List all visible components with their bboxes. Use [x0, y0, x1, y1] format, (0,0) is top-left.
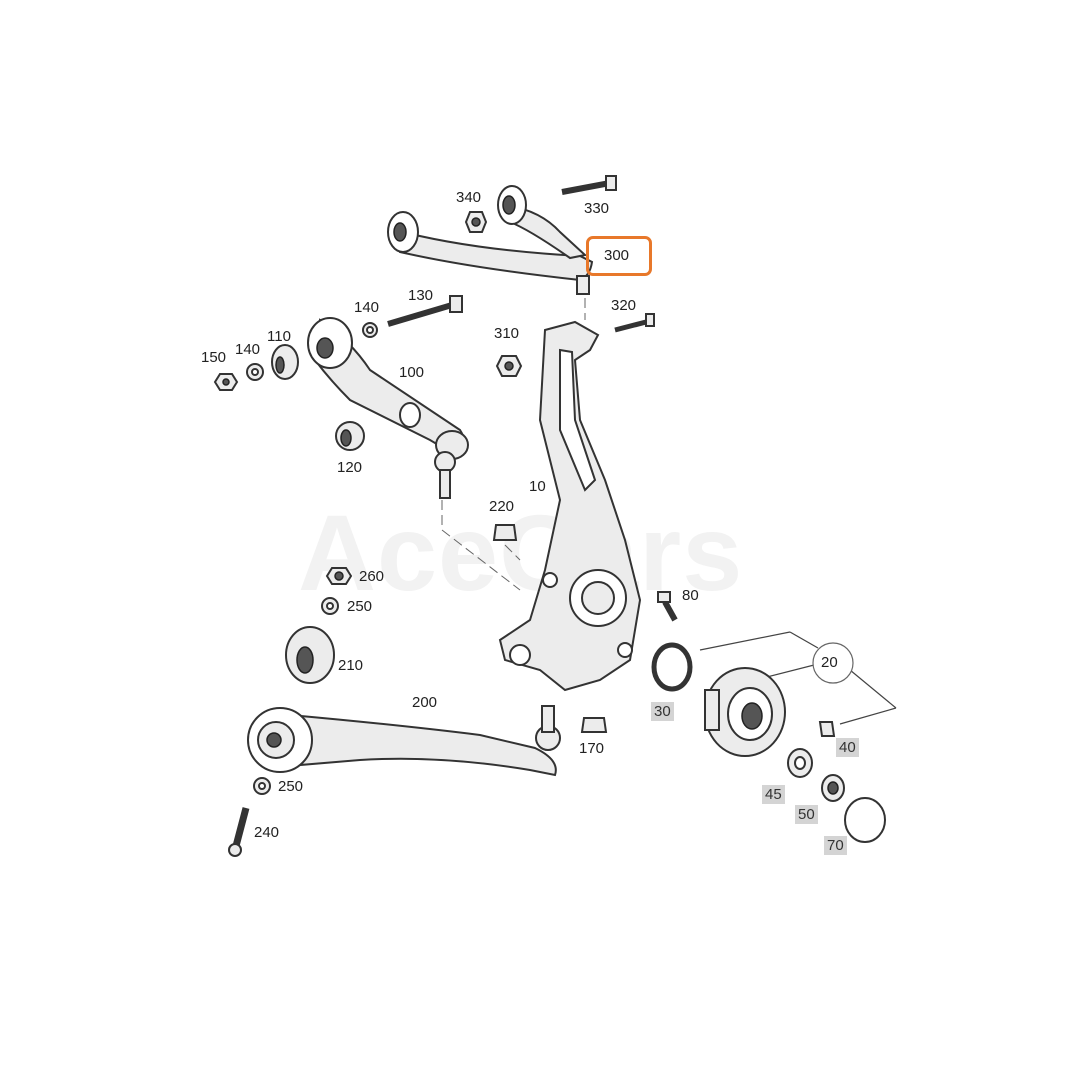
wheel-hub-20 [704, 667, 786, 757]
label-250-lower: 250 [278, 778, 304, 795]
label-120: 120 [337, 459, 363, 476]
control-arm-100 [307, 317, 469, 499]
label-45: 45 [762, 785, 785, 804]
bushing-110 [271, 344, 299, 380]
label-50: 50 [795, 805, 818, 824]
label-140-left: 140 [235, 341, 261, 358]
label-130: 130 [408, 287, 434, 304]
bolt-40 [818, 721, 836, 737]
highlight-box-300 [586, 236, 652, 276]
label-300: 300 [604, 247, 630, 264]
nut-50 [821, 774, 845, 802]
label-30: 30 [651, 702, 674, 721]
label-40: 40 [836, 738, 859, 757]
upper-control-arm-300 [387, 185, 594, 295]
nut-340 [464, 211, 488, 233]
bushing-210 [285, 626, 335, 684]
washer-140-top [362, 322, 378, 338]
seal-ring-30 [651, 642, 693, 692]
label-70: 70 [824, 836, 847, 855]
label-100: 100 [399, 364, 425, 381]
bushing-120 [335, 421, 365, 451]
label-200: 200 [412, 694, 438, 711]
nut-220 [492, 524, 518, 541]
label-140-top: 140 [354, 299, 380, 316]
nut-260 [325, 567, 353, 585]
label-150: 150 [201, 349, 227, 366]
callout-circle-20 [812, 642, 854, 684]
assembly-guide-lines [441, 298, 586, 591]
label-20: 20 [821, 654, 838, 671]
label-80: 80 [682, 587, 699, 604]
washer-250-upper [321, 597, 339, 615]
label-330: 330 [584, 200, 610, 217]
nut-310 [495, 355, 523, 377]
bolt-320 [614, 313, 655, 333]
label-240: 240 [254, 824, 280, 841]
washer-45 [787, 748, 813, 778]
label-110: 110 [267, 328, 291, 345]
bolt-240 [228, 807, 250, 857]
label-210: 210 [338, 657, 364, 674]
bolt-330 [561, 175, 617, 195]
label-320: 320 [611, 297, 637, 314]
label-310: 310 [494, 325, 520, 342]
nut-170 [580, 717, 608, 733]
nut-150 [213, 373, 239, 391]
cap-70 [844, 797, 886, 843]
washer-140-left [246, 363, 264, 381]
label-170: 170 [579, 740, 605, 757]
label-10: 10 [529, 478, 546, 495]
bolt-130 [387, 295, 463, 327]
label-260: 260 [359, 568, 385, 585]
washer-250-lower [253, 777, 271, 795]
label-340: 340 [456, 189, 482, 206]
label-250-upper: 250 [347, 598, 373, 615]
steering-knuckle-10 [498, 320, 642, 692]
control-arm-200 [247, 705, 561, 777]
bolt-80 [657, 591, 678, 622]
label-220: 220 [489, 498, 515, 515]
